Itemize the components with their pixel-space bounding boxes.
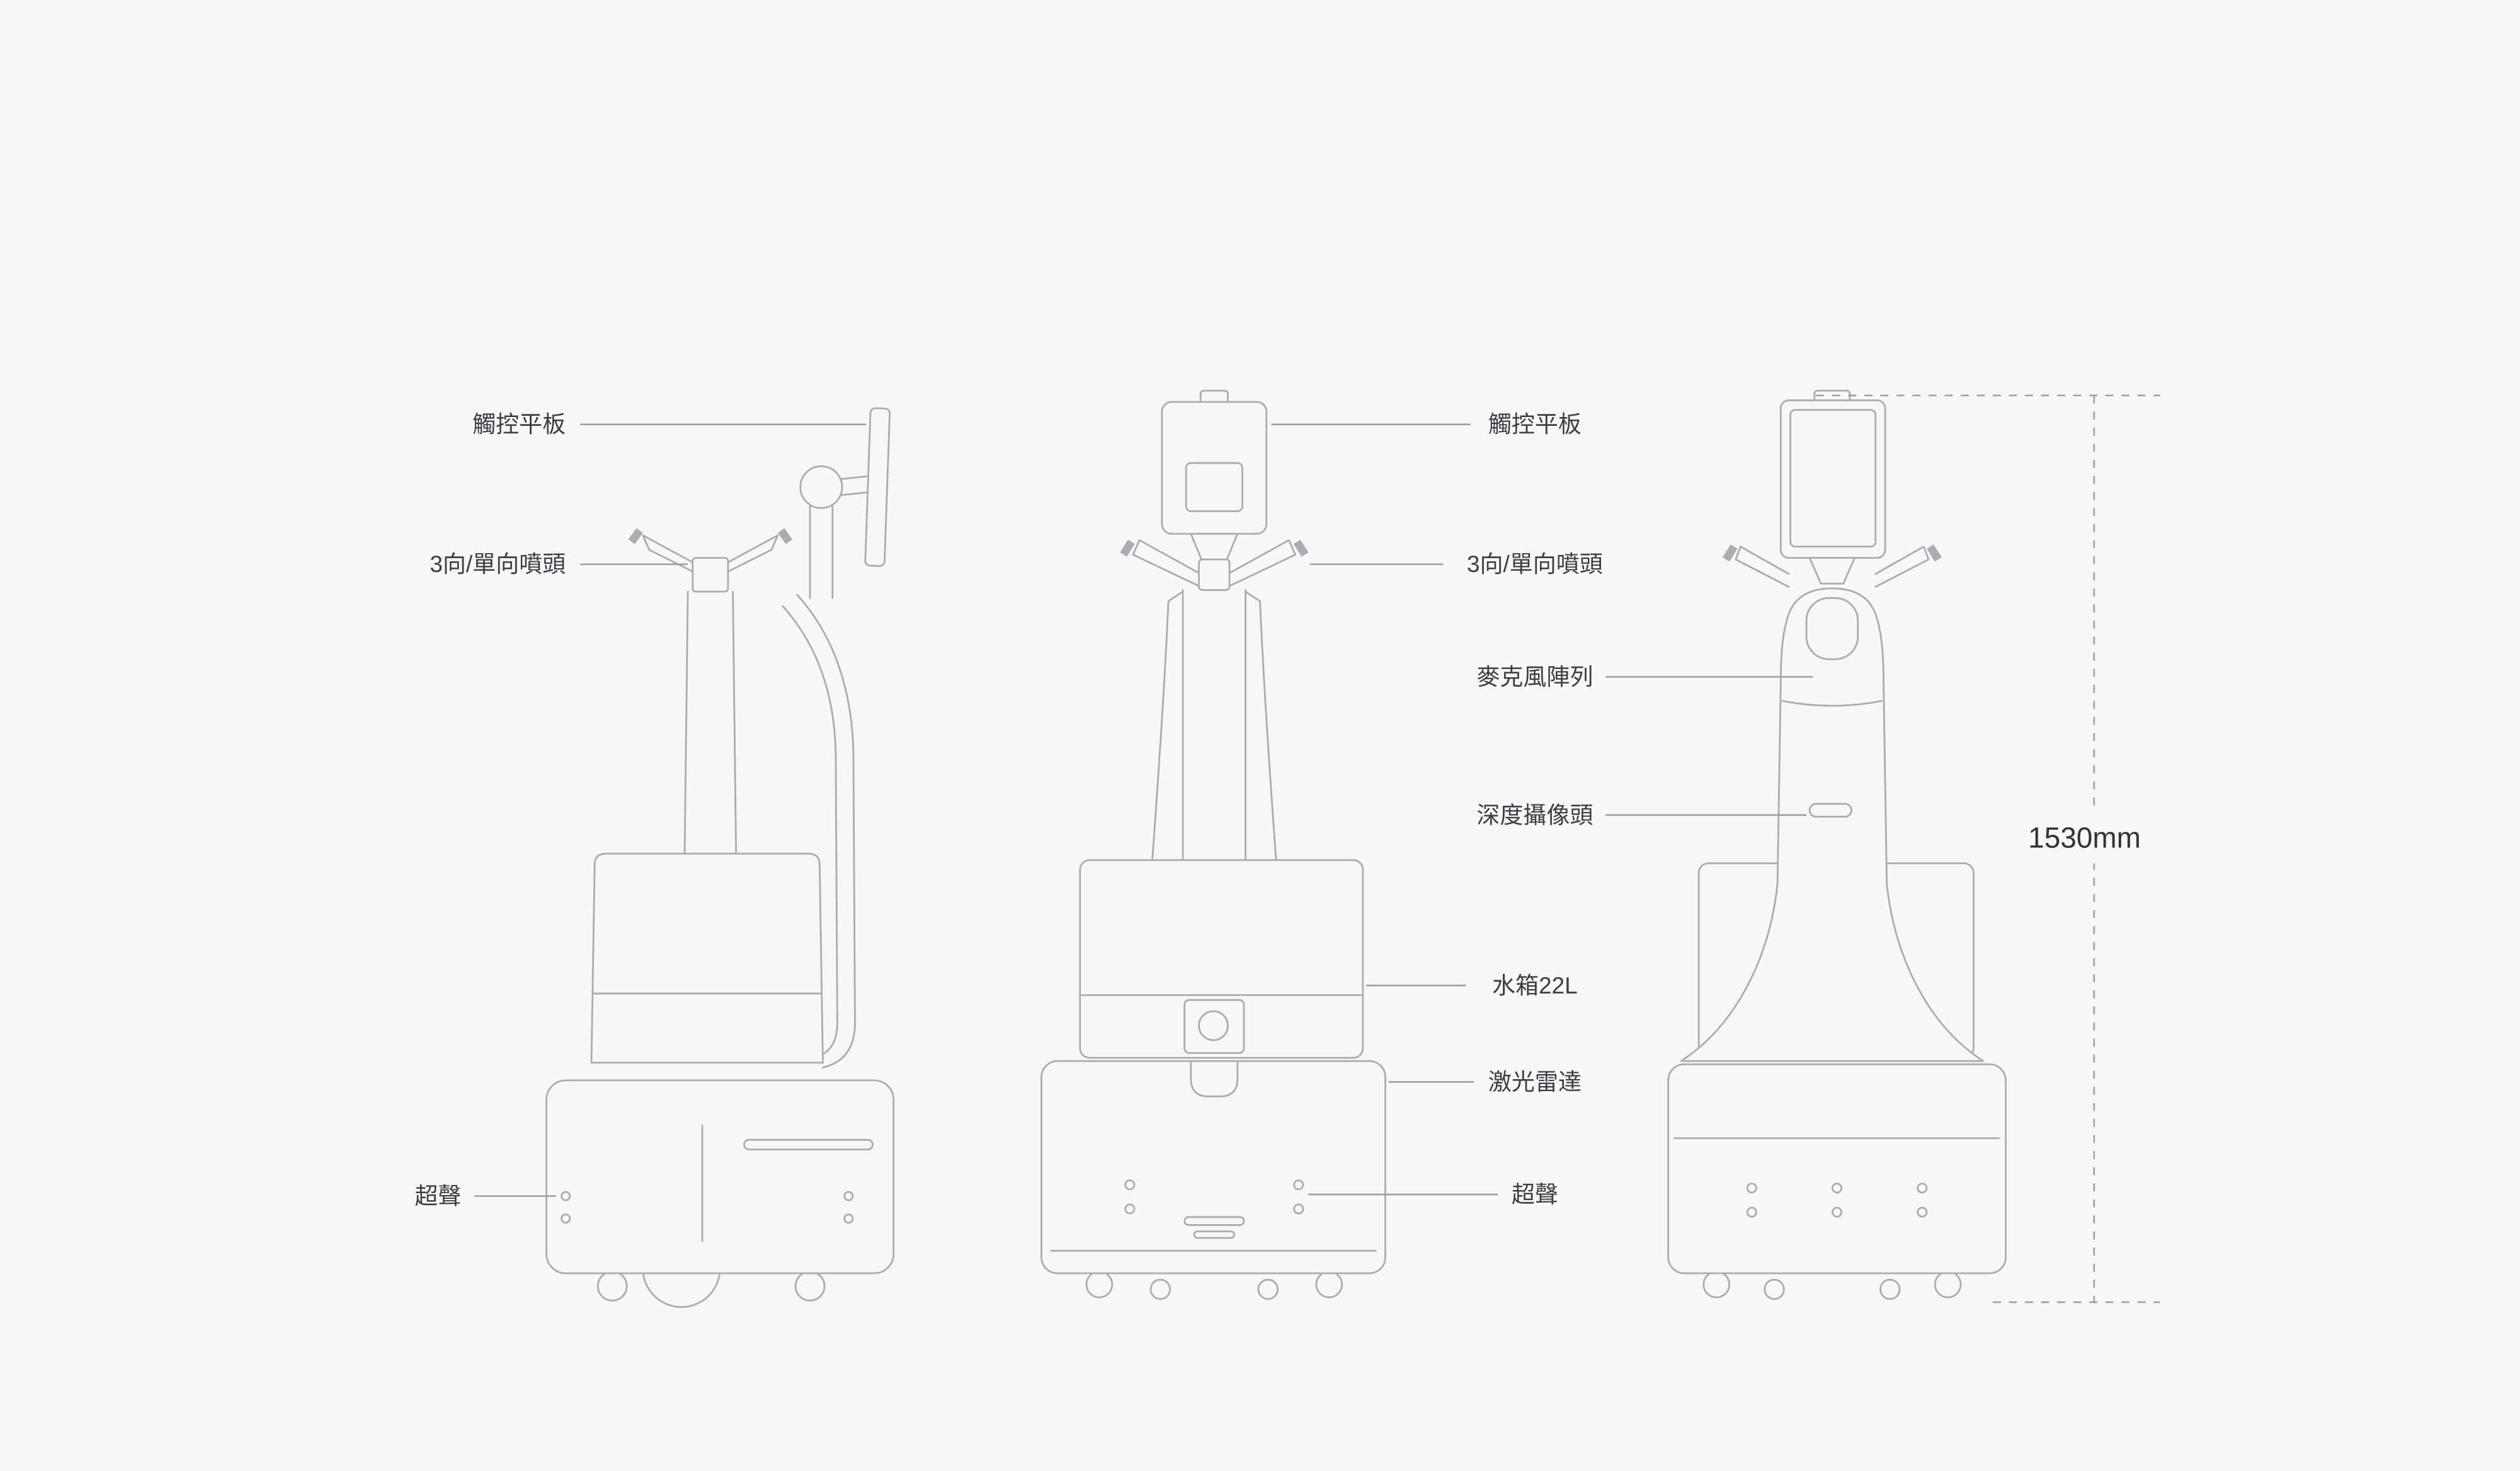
callout-side-nozzle: 3向/單向噴頭 [430, 551, 566, 577]
nozzle-tip-right [777, 528, 793, 544]
nozzle-hub [1198, 558, 1231, 591]
depth-camera-slot [1808, 803, 1852, 818]
head-seam [1781, 700, 1883, 707]
nozzle-tip-left [1120, 539, 1135, 557]
caster-wheel [1085, 1271, 1114, 1298]
lidar-notch [1190, 1060, 1239, 1097]
caster-wheel [1702, 1271, 1730, 1298]
water-tank-body [1079, 859, 1364, 1059]
neck-column [683, 590, 738, 855]
spray-nozzle [1120, 539, 1309, 591]
caster-wheel [1149, 1278, 1172, 1300]
caster-wheel [596, 1271, 628, 1302]
back-column [1680, 587, 1985, 1062]
wheels [1085, 1271, 1343, 1300]
neck-column [1151, 589, 1277, 861]
spray-nozzle [1723, 544, 1942, 588]
carry-handle [1805, 597, 1859, 660]
tank-cap [1198, 1010, 1229, 1041]
base-chassis [545, 1079, 895, 1274]
tablet-stem [1808, 557, 1856, 585]
callout-front-touch-panel: 觸控平板 [1488, 411, 1582, 437]
ultrasonic-sensors [1746, 1182, 1928, 1218]
tablet-joint [799, 465, 843, 509]
callout-water-tank: 水箱22L [1492, 973, 1578, 999]
caster-wheel [794, 1271, 826, 1302]
ultrasonic-sensors [1124, 1179, 1304, 1215]
callout-front-ultrasonic: 超聲 [1512, 1182, 1558, 1208]
ultrasonic-sensors [561, 1191, 854, 1224]
nozzle-tip-left [1723, 544, 1738, 562]
robot-back-view [1667, 389, 2007, 1300]
tablet-mount [1779, 389, 1886, 585]
handle-tube-inner [782, 605, 838, 1059]
caster-wheel [1879, 1278, 1901, 1300]
vent-slot [1193, 1230, 1236, 1239]
callout-lidar: 激光雷達 [1488, 1069, 1582, 1095]
tablet-mount [1161, 389, 1268, 563]
base-slot [743, 1138, 874, 1151]
height-dimension: 1530mm [1816, 394, 2160, 1303]
caster-wheel [1315, 1271, 1343, 1298]
water-tank-body [590, 852, 824, 1064]
robot-side-view [545, 407, 895, 1308]
tablet-bracket [1185, 462, 1243, 512]
tablet-screen [1789, 409, 1877, 548]
nozzle-hub [692, 557, 729, 593]
base-chassis [1667, 1063, 2007, 1274]
touch-panel [864, 407, 891, 567]
wheels [1702, 1271, 1962, 1300]
callout-side-ultrasonic: 超聲 [414, 1183, 461, 1209]
handle-tube [796, 593, 856, 1068]
tank-panel [1183, 999, 1245, 1054]
base-chassis [1040, 1060, 1386, 1274]
callout-depth-camera: 深度攝像頭 [1476, 802, 1593, 828]
vent-slot [1183, 1216, 1245, 1226]
touch-panel [1779, 399, 1886, 559]
robot-front-view [1040, 389, 1386, 1300]
callouts: 觸控平板 3向/單向噴頭 超聲 觸控平板 3向/單向噴頭 麥克風陣列 深度攝像頭… [414, 411, 1813, 1209]
callout-microphone-array: 麥克風陣列 [1476, 664, 1593, 690]
nozzle-tip-left [628, 528, 643, 544]
height-dimension-label: 1530mm [2028, 821, 2141, 854]
tablet-mount [799, 407, 891, 599]
callout-side-touch-panel: 觸控平板 [472, 411, 566, 437]
caster-wheel [1257, 1278, 1279, 1300]
caster-wheel [1934, 1271, 1962, 1298]
touch-panel [1161, 401, 1268, 535]
caster-wheel [1764, 1278, 1785, 1300]
dimension-label-backplate [2012, 811, 2157, 864]
tablet-stem [1190, 532, 1239, 563]
spray-nozzle [628, 528, 793, 593]
nozzle-tip-right [1927, 544, 1942, 562]
nozzle-tip-right [1293, 539, 1309, 557]
callout-front-nozzle: 3向/單向噴頭 [1467, 551, 1603, 577]
